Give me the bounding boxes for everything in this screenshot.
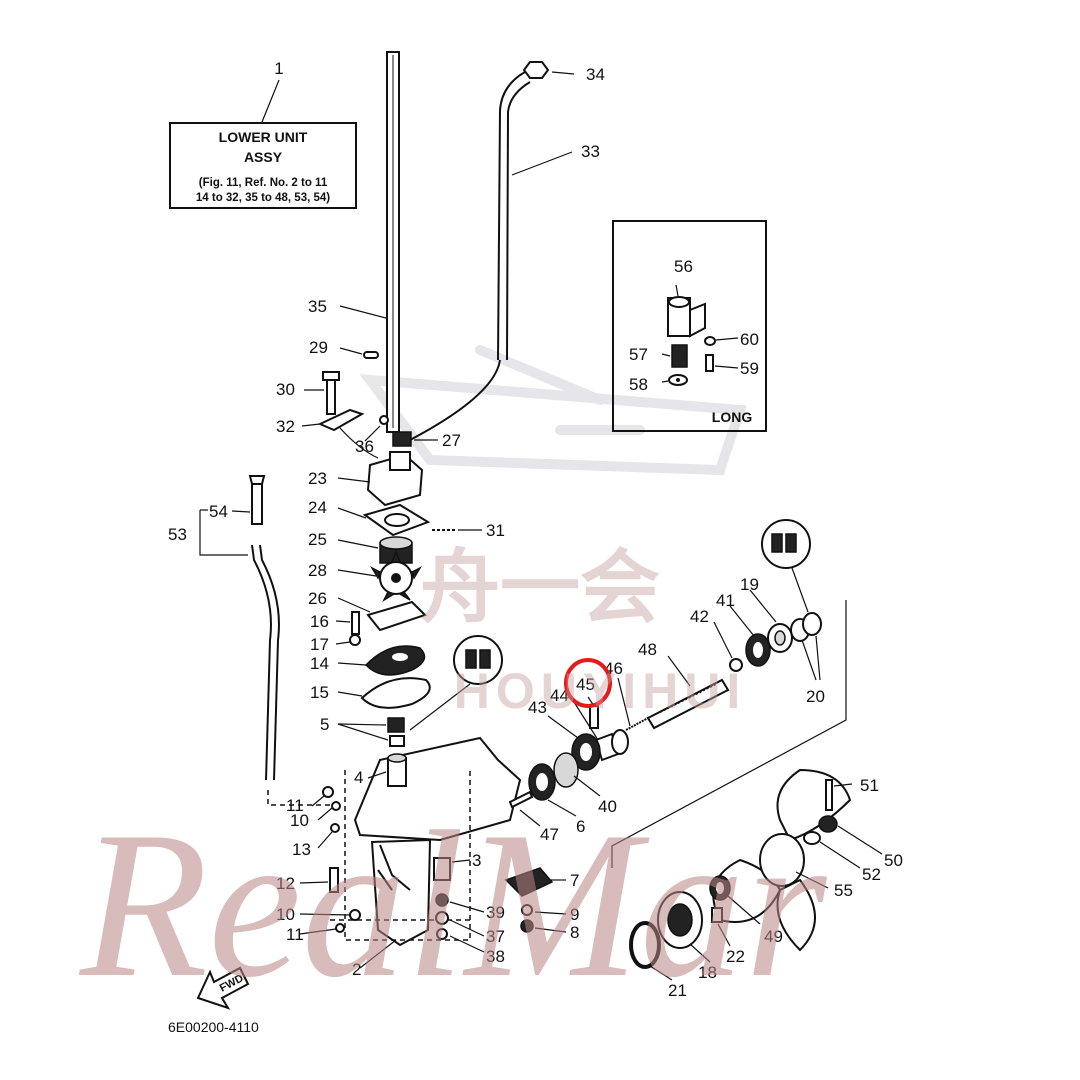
assembly-note-line2: 14 to 32, 35 to 48, 53, 54) <box>196 192 330 204</box>
part-label-19: 19 <box>740 575 759 594</box>
part-label-5: 5 <box>320 715 329 734</box>
part-label-41: 41 <box>716 591 735 610</box>
water-tube <box>199 475 340 806</box>
grease-callout-2-icon <box>761 519 811 613</box>
part-label-44: 44 <box>550 686 569 705</box>
propeller <box>629 768 883 981</box>
part-label-28: 28 <box>308 561 327 580</box>
part-label-59: 59 <box>740 359 759 378</box>
part-label-45: 45 <box>576 675 595 694</box>
part-label-20: 20 <box>806 687 825 706</box>
drain-parts <box>433 857 485 953</box>
part-label-17: 17 <box>310 635 329 654</box>
upper-fasteners <box>301 371 389 459</box>
part-label-2: 2 <box>352 960 361 979</box>
part-label-27: 27 <box>442 431 461 450</box>
watermark-script: RealMar <box>78 789 828 1021</box>
part-label-35: 35 <box>308 297 327 316</box>
part-label-33: 33 <box>581 142 600 161</box>
part-label-24: 24 <box>308 498 327 517</box>
assembly-box: LOWER UNIT ASSY (Fig. 11, Ref. No. 2 to … <box>169 59 357 209</box>
gearcase <box>330 736 522 969</box>
part-label-31: 31 <box>486 521 505 540</box>
part-label-26: 26 <box>308 589 327 608</box>
part-label-50: 50 <box>884 851 903 870</box>
part-label-58: 58 <box>629 375 648 394</box>
part-label-8: 8 <box>570 923 579 942</box>
part-label-60: 60 <box>740 330 759 349</box>
part-label-57: 57 <box>629 345 648 364</box>
part-label-23: 23 <box>308 469 327 488</box>
part-label-12: 12 <box>276 874 295 893</box>
part-labels: 34 33 56 60 57 59 58 35 29 30 32 36 27 2… <box>168 65 903 1000</box>
part-label-55: 55 <box>834 881 853 900</box>
water-pump-housing <box>335 431 482 747</box>
part-label-49: 49 <box>764 927 783 946</box>
watermark-layer: 舟一会 HOUYIHUI RealMar <box>78 543 828 1021</box>
part-label-30: 30 <box>276 380 295 399</box>
part-label-9: 9 <box>570 905 579 924</box>
long-label: LONG <box>712 409 753 425</box>
part-label-47: 47 <box>540 825 559 844</box>
part-label-36: 36 <box>355 437 374 456</box>
part-label-13: 13 <box>292 840 311 859</box>
part-label-48: 48 <box>638 640 657 659</box>
part-label-22: 22 <box>726 947 745 966</box>
long-shaft-inset: LONG <box>612 220 767 432</box>
impeller-icon <box>370 549 422 602</box>
part-label-11-lower: 11 <box>286 925 304 944</box>
part-label-43: 43 <box>528 698 547 717</box>
assembly-note-line1: (Fig. 11, Ref. No. 2 to 11 <box>199 177 328 189</box>
part-label-7: 7 <box>570 871 579 890</box>
assembly-ref: 1 <box>274 59 283 78</box>
watermark-latin: HOUYIHUI <box>454 663 746 719</box>
part-label-40: 40 <box>598 797 617 816</box>
part-label-39: 39 <box>486 903 505 922</box>
propeller-shaft-assembly <box>508 519 847 868</box>
document-code: 6E00200-4110 <box>168 1019 259 1035</box>
trim-tab <box>504 867 567 933</box>
assembly-title-line1: LOWER UNIT <box>219 129 308 145</box>
assembly-title-line2: ASSY <box>244 149 283 165</box>
part-label-10-upper: 10 <box>290 811 309 830</box>
part-label-14: 14 <box>310 654 329 673</box>
part-label-11-upper: 11 <box>286 796 304 815</box>
highlight-circle-part-45 <box>564 658 612 708</box>
part-label-34: 34 <box>586 65 605 84</box>
grease-callout-icon <box>409 635 503 731</box>
part-label-4: 4 <box>354 768 363 787</box>
part-label-52: 52 <box>862 865 881 884</box>
part-label-37: 37 <box>486 927 505 946</box>
part-label-38: 38 <box>486 947 505 966</box>
part-label-51: 51 <box>860 776 879 795</box>
part-label-15: 15 <box>310 683 329 702</box>
part-label-53: 53 <box>168 525 187 544</box>
part-label-32: 32 <box>276 417 295 436</box>
part-label-25: 25 <box>308 530 327 549</box>
part-label-29: 29 <box>309 338 328 357</box>
part-label-54: 54 <box>209 502 228 521</box>
shift-rod <box>409 61 575 441</box>
boat-watermark-icon <box>359 345 747 476</box>
gearcase-fasteners <box>299 786 361 935</box>
part-label-16: 16 <box>310 612 329 631</box>
part-label-6: 6 <box>576 817 585 836</box>
watermark-chinese: 舟一会 <box>420 543 660 632</box>
part-label-3: 3 <box>472 851 481 870</box>
part-label-18: 18 <box>698 963 717 982</box>
part-label-56: 56 <box>674 257 693 276</box>
part-label-10-lower: 10 <box>276 905 295 924</box>
part-label-21: 21 <box>668 981 687 1000</box>
part-label-42: 42 <box>690 607 709 626</box>
fwd-arrow-icon: FWD <box>196 966 250 1010</box>
